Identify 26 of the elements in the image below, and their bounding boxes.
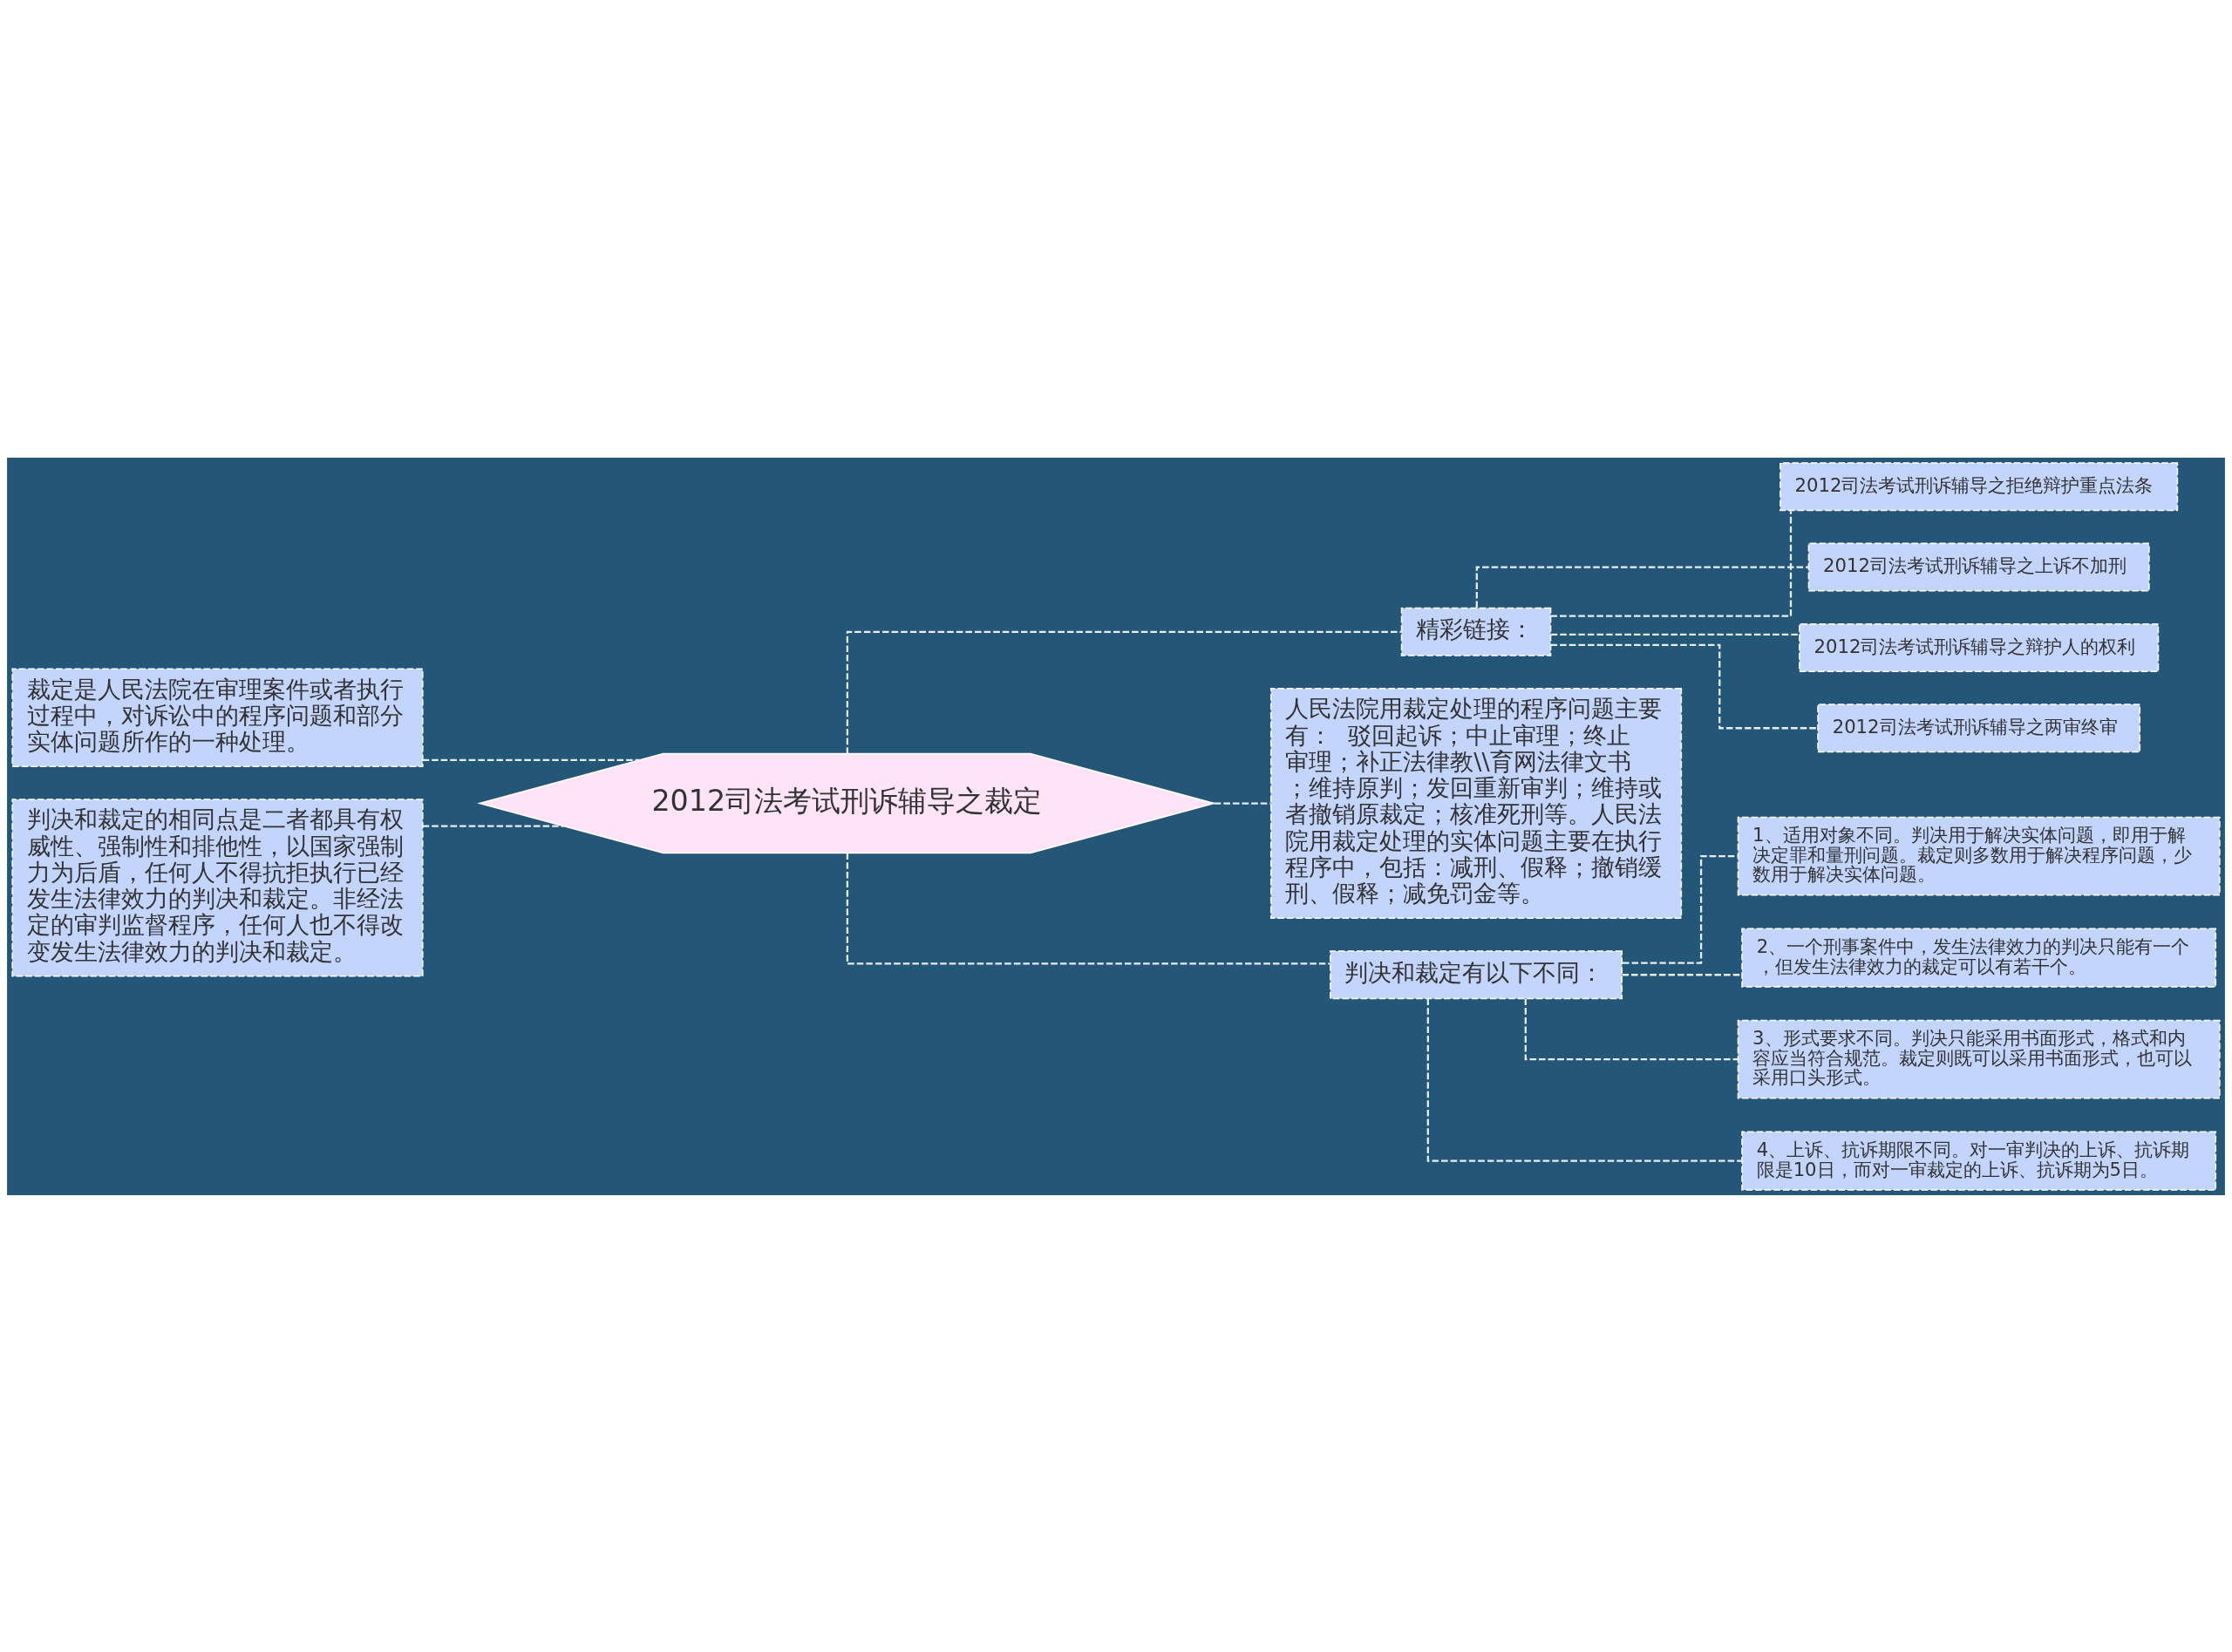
connector: [1475, 565, 1809, 608]
connector: [846, 853, 1330, 965]
node-box: 2012司法考试刑诉辅导之拒绝辩护重点法条: [1779, 461, 2179, 511]
connector: [1550, 643, 1818, 729]
node-box: 2012司法考试刑诉辅导之辩护人的权利: [1799, 622, 2160, 672]
connector: [422, 825, 564, 827]
connector: [1622, 973, 1742, 976]
node-box: 2012司法考试刑诉辅导之两审终审: [1817, 703, 2141, 752]
connector: [1214, 801, 1271, 805]
node-box: 判决和裁定有以下不同：: [1330, 949, 1623, 999]
node-box: 人民法院用裁定处理的程序问题主要有： 驳回起诉；中止审理；终止审理；补正法律教\\育网法律文书；维持原判；发回重新审判；维持或者撤销原裁定；核准死刑等。人民法院用裁定处理的实体问题主要在执行程序中，包括：减刑、假释；撤销缓刑、假释；减免罚金等。: [1269, 687, 1683, 919]
node-box: 4、上诉、抗诉期限不同。对一审判决的上诉、抗诉期限是10日，而对一审裁定的上诉、抗诉期为5日。: [1741, 1131, 2217, 1191]
connector: [1622, 854, 1739, 964]
node-box: 2、一个刑事案件中，发生法律效力的判决只能有一个，但发生法律效力的裁定可以有若干个。: [1741, 928, 2217, 988]
connector: [1550, 633, 1800, 636]
connector: [1550, 510, 1793, 617]
connector: [846, 630, 1402, 754]
node-box: 1、适用对象不同。判决用于解决实体问题，即用于解决定罪和量刑问题。裁定则多数用于解决程序问题，少数用于解决实体问题。: [1737, 816, 2221, 895]
connector: [1426, 998, 1742, 1162]
node-box: 2012司法考试刑诉辅导之上诉不加刑: [1807, 542, 2150, 592]
node-box: 精彩链接：: [1400, 607, 1552, 656]
node-box: 裁定是人民法院在审理案件或者执行过程中，对诉讼中的程序问题和部分实体问题所作的一种处理。: [11, 667, 424, 767]
connector: [422, 758, 640, 761]
node-box: 判决和裁定的相同点是二者都具有权威性、强制性和排他性，以国家强制力为后盾，任何人不得抗拒执行已经发生法律效力的判决和裁定。非经法定的审判监督程序，任何人也不得改变发生法律效力的判决和裁定。: [11, 798, 424, 977]
node-box: 3、形式要求不同。判决只能采用书面形式，格式和内容应当符合规范。裁定则既可以采用书面形式，也可以采用口头形式。: [1737, 1019, 2221, 1098]
connector: [1524, 998, 1739, 1060]
